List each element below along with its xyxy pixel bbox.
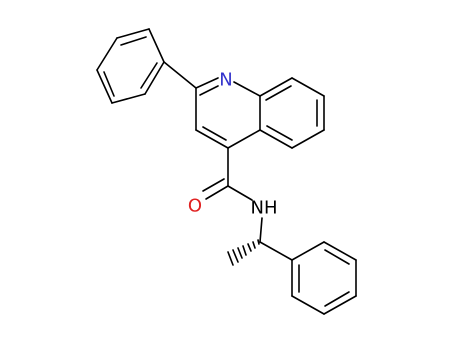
bond: [96, 69, 113, 104]
bond: [259, 241, 293, 261]
bond: [323, 295, 357, 315]
hashed-wedge-bond: [227, 239, 260, 266]
bond: [195, 129, 229, 149]
bond: [116, 28, 150, 39]
nitrogen-ring-label: N: [219, 70, 232, 91]
bond: [291, 77, 325, 97]
bond: [237, 247, 243, 259]
bond: [205, 185, 229, 200]
bond: [291, 241, 325, 261]
bond: [199, 85, 219, 96]
bond: [232, 249, 239, 263]
bond: [227, 185, 253, 201]
bond: [257, 239, 260, 245]
bond: [242, 245, 247, 256]
bond: [265, 85, 292, 101]
bond: [266, 125, 293, 141]
bond: [323, 241, 357, 261]
bond: [148, 28, 165, 63]
oxygen-label: O: [188, 196, 202, 217]
carboxamide-group: [202, 147, 263, 243]
bond: [103, 71, 115, 97]
bond: [259, 129, 293, 149]
bond: [140, 62, 158, 89]
bond: [259, 217, 263, 243]
bond: [252, 241, 256, 249]
bond: [247, 243, 252, 252]
bond: [111, 93, 146, 104]
bond: [144, 61, 165, 95]
bond: [202, 178, 225, 192]
bond: [291, 295, 325, 315]
bond: [120, 36, 147, 46]
bond: [96, 37, 118, 71]
benzo-ring: [259, 77, 325, 149]
bond: [233, 81, 261, 97]
bond: [163, 61, 197, 89]
bond: [227, 251, 234, 266]
bond: [324, 291, 350, 307]
bond: [324, 249, 350, 265]
phenyl-ring-bottom-right: [291, 241, 357, 315]
bond: [227, 129, 261, 149]
phenyl-ring-top-left: [96, 28, 165, 104]
bond: [291, 129, 325, 149]
bond: [259, 77, 293, 97]
bond: [195, 77, 219, 89]
pyridine-ring: [195, 77, 261, 149]
amide-nitrogen-label: NH: [251, 198, 278, 219]
bond: [202, 126, 227, 141]
